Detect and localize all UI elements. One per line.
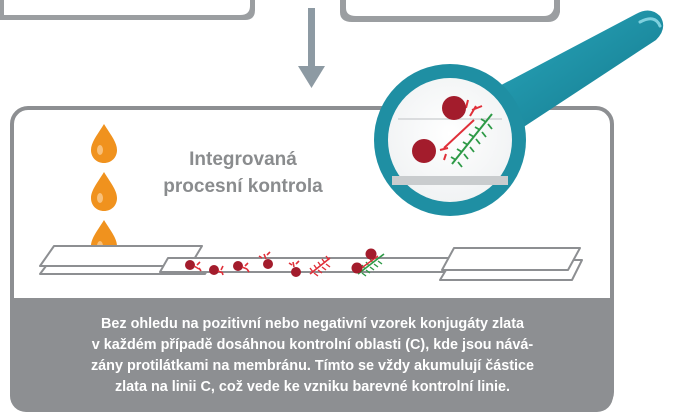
drop-icon [91,172,117,211]
gold-particle-icon [351,262,363,274]
gold-particle-icon [365,248,377,260]
magnified-complex [412,96,493,168]
upper-panel-right-inner [346,0,554,16]
sample-drops [91,124,117,259]
absorbent-pad-upper [441,247,581,271]
process-control-label-line2: procesní kontrola [163,176,323,197]
gold-particle-icon [233,261,250,273]
caption-box [10,298,613,412]
magnifier-handle [488,10,664,133]
gold-particle-icon [442,96,466,120]
caption-line: v každém případě dosáhnou kontrolní obla… [91,337,534,353]
capture-zone [351,248,385,277]
gold-particle-icon [209,265,224,276]
gold-particle-icon [412,139,436,163]
antibody-icon [309,255,331,277]
gold-particle-icon [258,251,273,269]
magnifier-icon [374,10,664,216]
membrane [159,257,459,273]
magnified-membrane [392,176,508,185]
drop-icon [91,124,117,163]
process-control-label-line1: Integrovaná [189,149,297,170]
caption-line: zlata na linii C, což vede ke vzniku bar… [114,379,511,395]
caption-line: Bez ohledu na pozitivní nebo negativní v… [101,316,524,332]
gold-conjugates [185,248,385,277]
sample-pad-upper [39,245,203,267]
process-control-label: Integrovaná procesní kontrola [150,146,336,200]
caption-line: zány protilátkami na membránu. Tímto se … [90,358,535,374]
gold-particle-icon [185,260,202,272]
gold-particle-icon [288,260,301,277]
caption-text: Bez ohledu na pozitivní nebo negativní v… [18,314,607,398]
arrow-down-icon [298,8,325,88]
magnifier-lens [388,78,512,202]
upper-panel-left-inner [4,0,250,15]
